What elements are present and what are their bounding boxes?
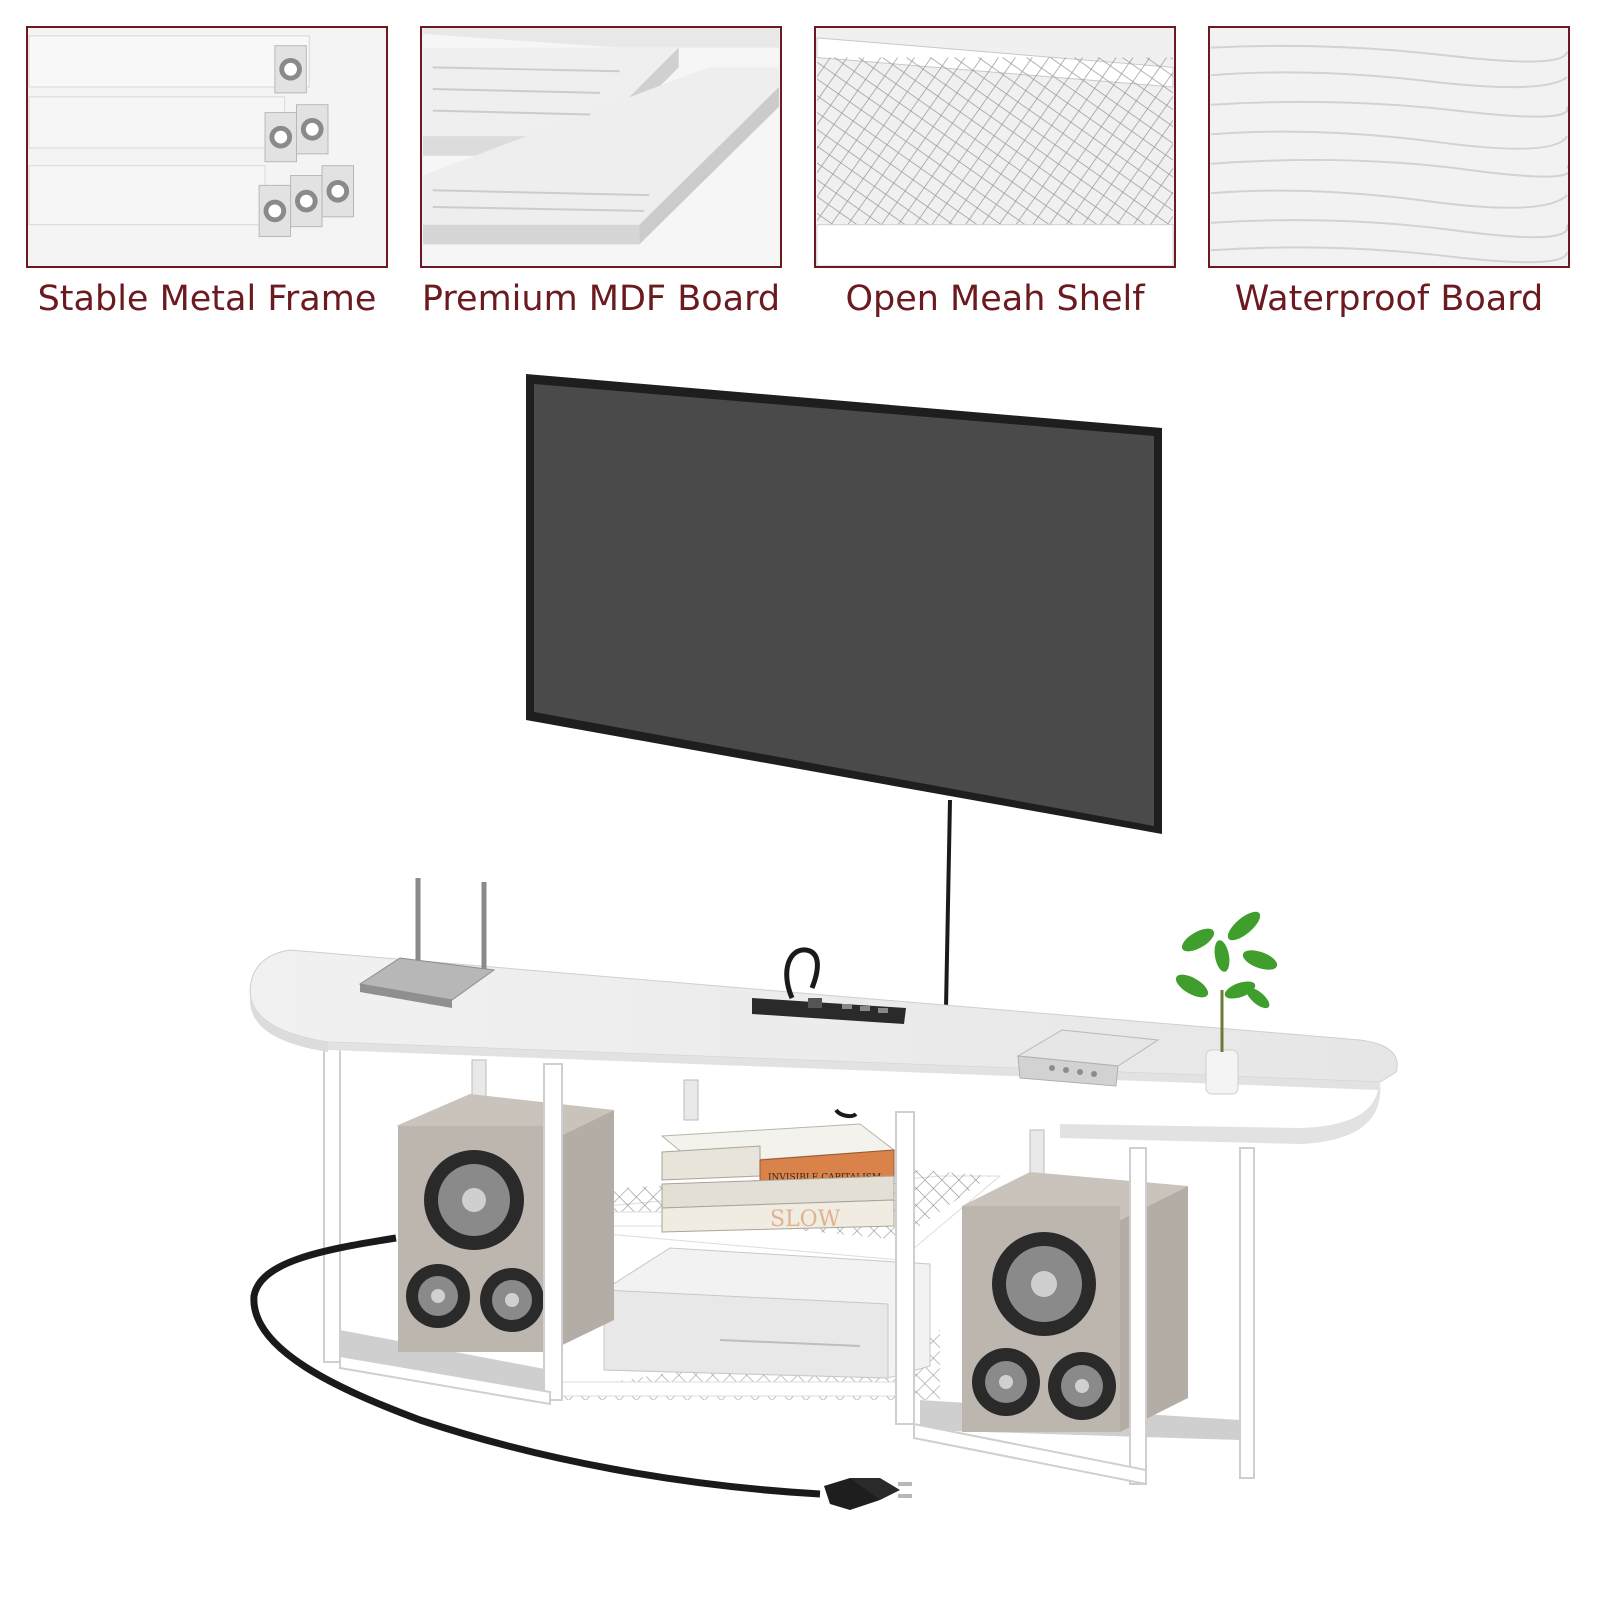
books: INVISIBLE CAPITALISM SLOW bbox=[660, 1123, 896, 1233]
metal-tube-icon bbox=[28, 28, 386, 266]
power-strip bbox=[752, 947, 906, 1024]
feature-stable-metal-frame: Stable Metal Frame bbox=[26, 26, 388, 320]
right-speaker bbox=[962, 1172, 1188, 1432]
left-speaker bbox=[396, 1094, 614, 1352]
projector bbox=[1016, 1029, 1160, 1087]
feature-open-mesh-shelf: Open Meah Shelf bbox=[814, 26, 1176, 320]
receiver bbox=[603, 1247, 931, 1379]
book-spine-title-2: SLOW bbox=[770, 1207, 841, 1232]
feature-label: Stable Metal Frame bbox=[37, 279, 377, 319]
feature-label: Open Meah Shelf bbox=[845, 279, 1145, 319]
feature-label: Premium MDF Board bbox=[421, 279, 781, 319]
wood-board-icon bbox=[422, 28, 780, 266]
router bbox=[358, 878, 496, 1008]
tv-stand-scene: INVISIBLE CAPITALISM SLOW bbox=[249, 374, 1398, 1510]
mesh-grid-icon bbox=[816, 28, 1174, 266]
waterproof-board-image bbox=[1208, 26, 1570, 268]
wood-grain-icon bbox=[1210, 28, 1568, 266]
metal-frame-image bbox=[26, 26, 388, 268]
mesh-shelf-image bbox=[814, 26, 1176, 268]
plug-icon bbox=[824, 1478, 912, 1510]
feature-premium-mdf-board: Premium MDF Board bbox=[420, 26, 782, 320]
feature-waterproof-board: Waterproof Board bbox=[1208, 26, 1570, 320]
power-cord bbox=[250, 1108, 858, 1498]
tv bbox=[526, 374, 1162, 1009]
mdf-board-image bbox=[420, 26, 782, 268]
feature-label: Waterproof Board bbox=[1234, 279, 1544, 319]
plant bbox=[1175, 911, 1278, 1095]
